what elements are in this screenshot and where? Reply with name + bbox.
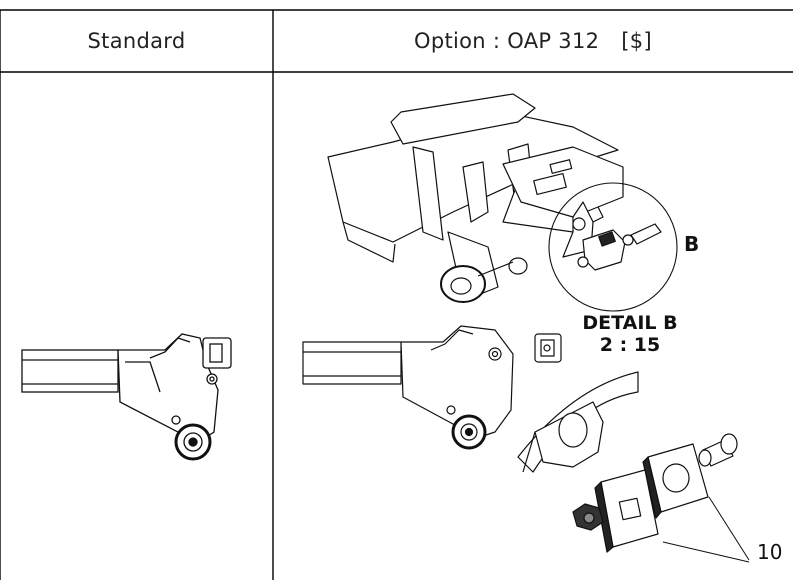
header-standard-label: Standard bbox=[87, 29, 186, 53]
header-option: Option : OAP 312 [$] bbox=[273, 10, 793, 72]
detail-b-caption: DETAIL B 2 : 15 bbox=[560, 312, 700, 356]
header-option-label: Option : OAP 312 bbox=[414, 29, 600, 53]
detail-scale: 2 : 15 bbox=[599, 334, 661, 356]
part-number-label: 10 bbox=[757, 540, 783, 564]
detail-title: DETAIL B bbox=[582, 312, 678, 334]
callout-b-label: B bbox=[684, 232, 700, 256]
header-option-price: [$] bbox=[621, 29, 652, 53]
option-axle-drawing bbox=[302, 93, 750, 563]
header-standard: Standard bbox=[0, 10, 273, 72]
standard-axle-drawing bbox=[21, 333, 232, 461]
